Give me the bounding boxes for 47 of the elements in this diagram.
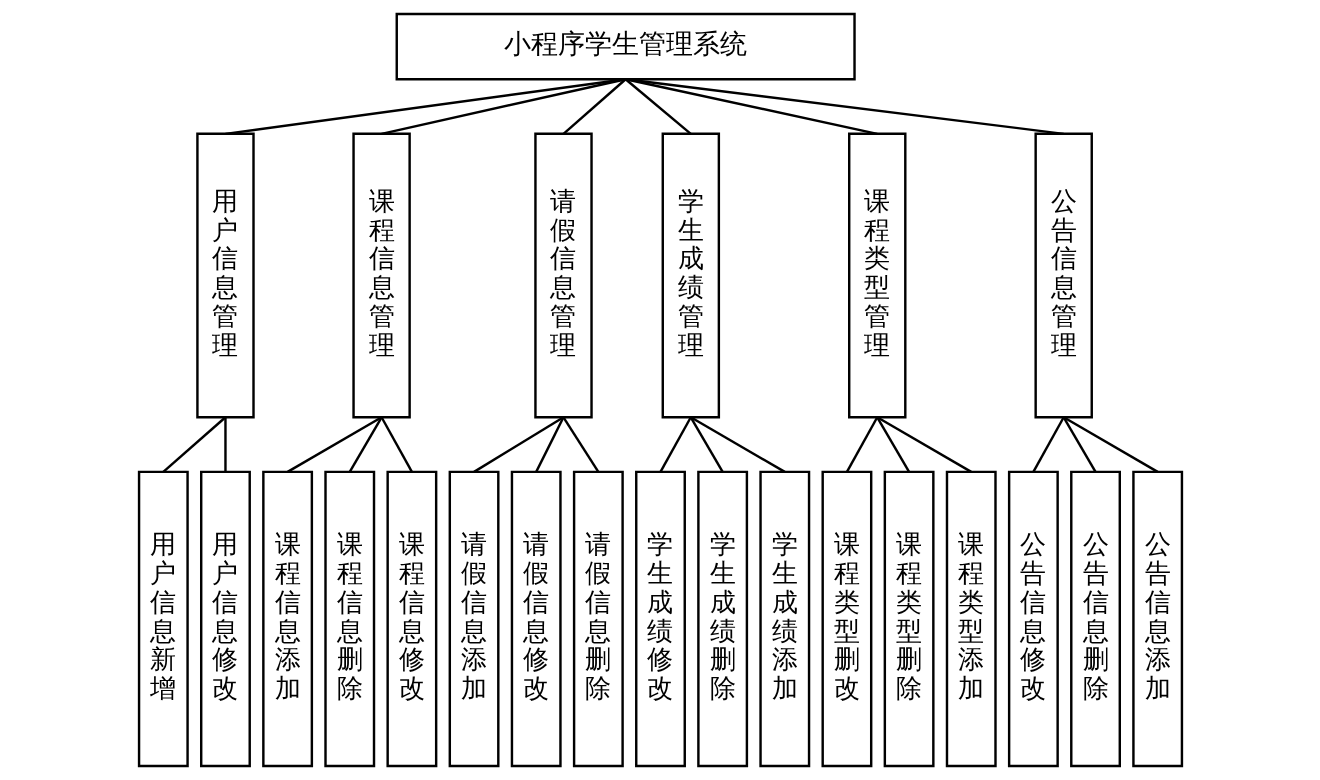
connector [1062,416,1158,473]
connector [162,416,226,473]
connector [380,416,413,473]
connector [624,78,877,135]
node-box: 课程类型添加 [945,470,997,768]
node-box: 课程类型删改 [820,470,872,768]
connector [348,416,383,473]
node-box: 用户信息修改 [199,470,251,768]
node-box: 课程信息删除 [323,470,375,768]
connector [286,416,382,473]
connector [689,416,724,473]
connector [472,416,564,473]
node-box: 用户信息新增 [137,470,189,768]
node-box: 公告信息管理 [1033,132,1093,419]
node-box: 学生成绩修改 [634,470,686,768]
node-box: 小程序学生管理系统 [395,12,856,81]
connector [875,416,910,473]
node-box: 学生成绩管理 [661,132,720,419]
connector [689,416,785,473]
node-box: 公告信息添加 [1131,470,1183,768]
node-box: 课程信息添加 [261,470,313,768]
node-box: 课程类型删除 [883,470,935,768]
node-box: 课程信息管理 [351,132,411,419]
connector [223,417,227,472]
node-box: 用户信息管理 [195,132,255,419]
node-box: 学生成绩添加 [758,470,810,768]
node-box: 请假信息删除 [572,470,624,768]
connector [845,416,878,473]
connector [562,78,626,135]
node-box: 学生成绩删除 [696,470,748,768]
node-box: 公告信息删除 [1069,470,1121,768]
connector [561,416,599,473]
connector [224,78,626,136]
connector [658,416,692,473]
node-box: 课程类型管理 [847,132,906,419]
node-box: 课程信息修改 [385,470,437,768]
connector [1031,416,1065,473]
connector [534,416,565,473]
connector [876,416,972,473]
node-box: 请假信息管理 [533,132,593,419]
connector [1062,416,1097,473]
node-box: 公告信息修改 [1007,470,1059,768]
node-box: 请假信息添加 [448,470,500,768]
connector [380,78,626,135]
connector [624,78,692,135]
node-box: 请假信息修改 [510,470,562,768]
connector [625,78,1064,136]
